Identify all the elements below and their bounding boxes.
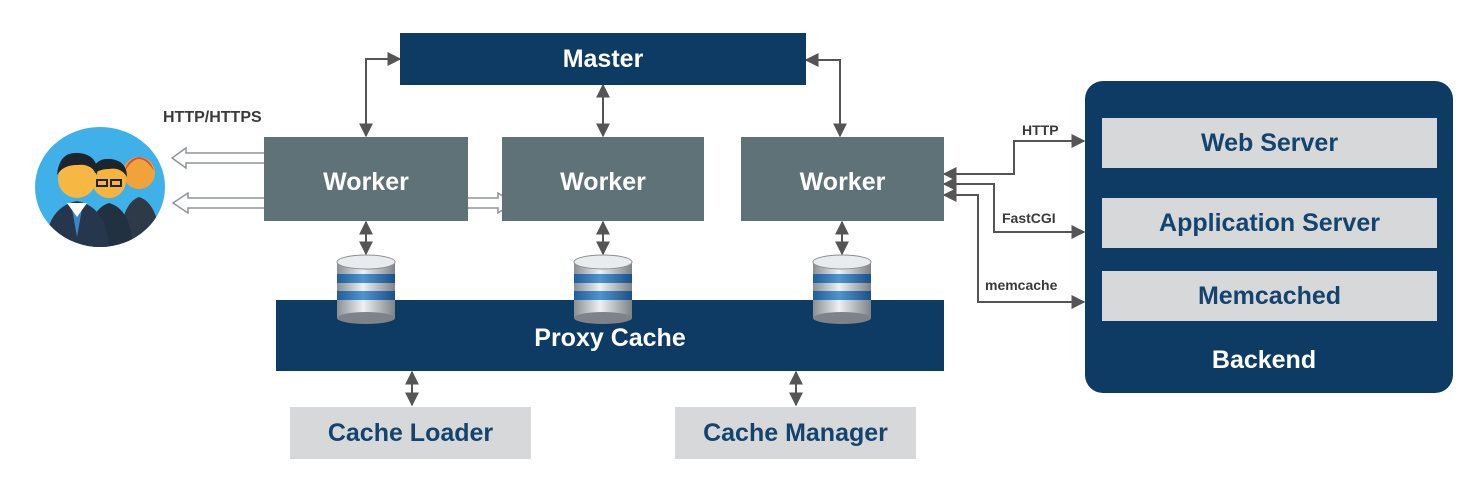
- worker-3-box: Worker: [741, 137, 944, 221]
- http-connector: [942, 134, 1086, 181]
- worker-1-box: Worker: [264, 137, 468, 221]
- master-worker3-connector: [804, 53, 847, 138]
- http-https-label: HTTP/HTTPS: [163, 109, 262, 126]
- master-box: Master: [400, 33, 806, 85]
- memcached-box: Memcached: [1102, 271, 1437, 321]
- users-icon: [33, 125, 168, 248]
- database-icon: [336, 254, 396, 324]
- fastcgi-link-label: FastCGI: [1002, 210, 1056, 226]
- backend-title: Backend: [1211, 345, 1317, 374]
- web-server-box: Web Server: [1102, 118, 1437, 168]
- memcache-connector: [942, 188, 1086, 309]
- worker-2-box: Worker: [502, 137, 704, 221]
- database-icon: [573, 254, 633, 324]
- http-link-label: HTTP: [1022, 122, 1059, 138]
- database-icon: [812, 254, 872, 324]
- application-server-box: Application Server: [1102, 198, 1437, 248]
- memcache-link-label: memcache: [985, 277, 1058, 293]
- cache-loader-box: Cache Loader: [290, 407, 531, 459]
- master-worker1-connector: [359, 52, 402, 138]
- cache-manager-box: Cache Manager: [675, 407, 916, 459]
